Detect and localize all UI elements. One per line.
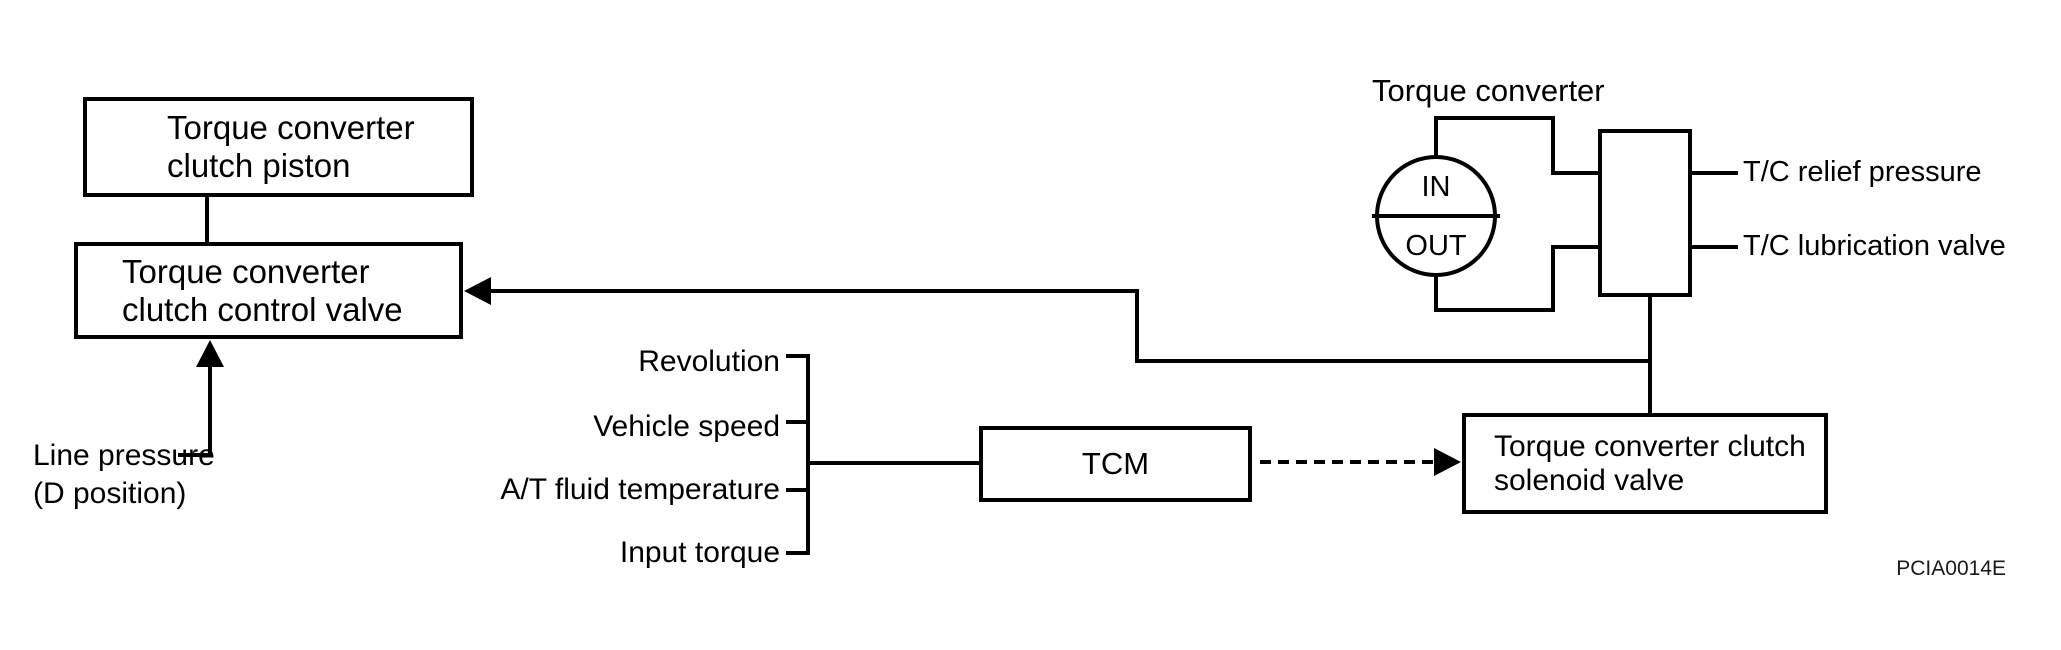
input-label-input-torque: Input torque — [619, 536, 780, 569]
bottom-bracket-vertical-line — [1551, 245, 1555, 312]
relief-stub-line — [1692, 171, 1738, 175]
inputs-to-tcm-line — [806, 461, 979, 465]
input-label-revolution: Revolution — [638, 345, 780, 378]
control-valve-feed-lower-line — [1135, 359, 1652, 363]
out-label: OUT — [1405, 230, 1467, 262]
input-tick-vehicle-speed-line — [786, 420, 810, 424]
line-pressure-arrow-line — [208, 362, 212, 457]
piston-to-control-valve-connector-line — [205, 197, 209, 242]
tc-relief-pressure-label: T/C relief pressure — [1743, 156, 1982, 188]
lubrication-stub-line — [1692, 245, 1738, 249]
torque-converter-clutch-control-valve-box: Torque converter clutch control valve — [74, 242, 463, 339]
in-label: IN — [1421, 171, 1451, 203]
top-bracket-to-valve-line — [1551, 171, 1601, 175]
in-out-divider-line — [1372, 214, 1500, 218]
top-bracket-horizontal-line — [1434, 116, 1555, 120]
piston-box-line1: Torque converter — [167, 109, 415, 146]
control-valve-feed-arrowhead-icon — [464, 277, 491, 305]
bottom-bracket-to-valve-line — [1551, 245, 1601, 249]
input-label-vehicle-speed: Vehicle speed — [593, 410, 780, 443]
control-valve-box-line1: Torque converter — [122, 252, 370, 290]
input-tick-at-fluid-line — [786, 488, 810, 492]
input-label-at-fluid-temperature: A/T fluid temperature — [500, 473, 780, 506]
solenoid-box-line1: Torque converter clutch — [1494, 429, 1806, 463]
control-valve-feed-upper-line — [488, 289, 1139, 293]
tc-lubrication-valve-label: T/C lubrication valve — [1743, 230, 2006, 262]
valve-to-solenoid-line — [1648, 295, 1652, 415]
line-pressure-arrowhead-icon — [196, 340, 224, 367]
torque-converter-clutch-solenoid-valve-box: Torque converter clutch solenoid valve — [1462, 413, 1828, 514]
input-bracket-line — [806, 354, 810, 555]
control-valve-box-line2: clutch control valve — [122, 290, 403, 328]
top-bracket-vertical-line — [1551, 116, 1555, 175]
d-position-label: (D position) — [33, 477, 187, 510]
circle-bottom-stub-line — [1434, 274, 1438, 312]
figure-code-label: PCIA0014E — [1896, 557, 2006, 580]
circle-top-stub-line — [1434, 118, 1438, 158]
piston-box-line2: clutch piston — [167, 147, 351, 184]
torque-converter-title: Torque converter — [1372, 73, 1605, 108]
input-tick-revolution-line — [786, 354, 810, 358]
tc-valve-body-box — [1598, 129, 1692, 297]
torque-converter-clutch-piston-box: Torque converter clutch piston — [83, 97, 474, 197]
tcm-to-solenoid-arrowhead-icon — [1434, 448, 1461, 476]
tcm-box-label: TCM — [1081, 446, 1150, 481]
line-pressure-tick-line — [178, 453, 212, 457]
solenoid-box-line2: solenoid valve — [1494, 463, 1685, 497]
tcm-to-solenoid-dashed-line — [1260, 460, 1436, 464]
tcm-box: TCM — [979, 426, 1252, 502]
bottom-bracket-horizontal-line — [1434, 308, 1555, 312]
control-valve-feed-step-line — [1135, 289, 1139, 363]
input-tick-input-torque-line — [786, 551, 810, 555]
